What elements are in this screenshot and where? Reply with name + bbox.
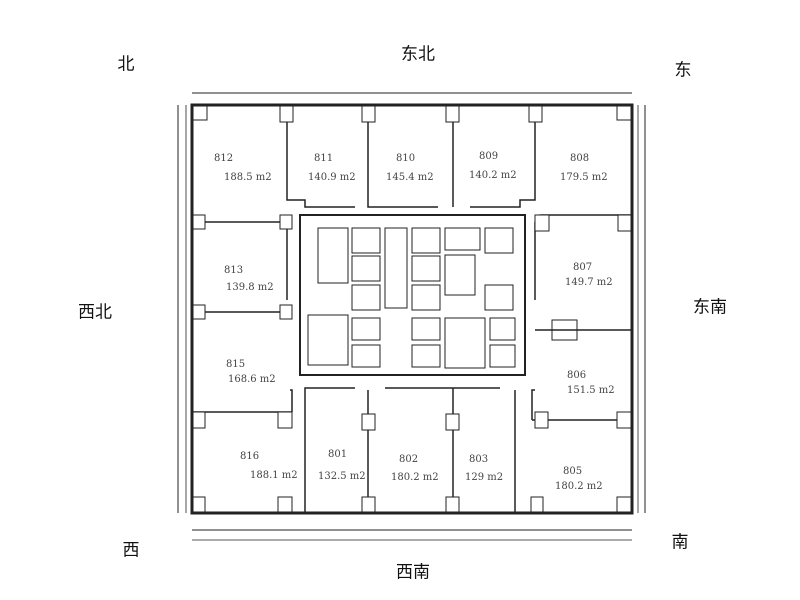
room-area: 140.9 m2 bbox=[308, 172, 356, 183]
room-802: 802 180.2 m2 bbox=[391, 454, 439, 483]
room-area: 180.2 m2 bbox=[391, 472, 439, 483]
room-812: 812 188.5 m2 bbox=[214, 154, 272, 183]
room-number: 803 bbox=[469, 454, 489, 465]
room-number: 809 bbox=[479, 151, 499, 162]
room-area: 168.6 m2 bbox=[228, 374, 276, 385]
direction-west: 西 bbox=[122, 540, 140, 561]
room-816: 816 188.1 m2 bbox=[240, 452, 298, 481]
direction-north: 北 bbox=[117, 54, 135, 75]
room-809: 809 140.2 m2 bbox=[469, 151, 517, 181]
room-area: 145.4 m2 bbox=[386, 172, 434, 183]
direction-southwest: 西南 bbox=[396, 562, 430, 583]
direction-southeast: 东南 bbox=[693, 297, 727, 318]
room-807: 807 149.7 m2 bbox=[565, 262, 613, 288]
room-813: 813 139.8 m2 bbox=[224, 266, 274, 293]
room-area: 149.7 m2 bbox=[565, 277, 613, 288]
room-801: 801 132.5 m2 bbox=[318, 449, 366, 482]
room-area: 139.8 m2 bbox=[226, 282, 274, 293]
room-area: 151.5 m2 bbox=[567, 385, 615, 396]
room-number: 805 bbox=[563, 466, 583, 477]
room-number: 802 bbox=[399, 454, 419, 465]
room-number: 815 bbox=[226, 359, 246, 370]
room-number: 807 bbox=[573, 262, 593, 273]
room-806: 806 151.5 m2 bbox=[567, 371, 615, 396]
room-number: 811 bbox=[314, 153, 334, 164]
room-area: 140.2 m2 bbox=[469, 170, 517, 181]
room-number: 813 bbox=[224, 265, 244, 276]
room-810: 810 145.4 m2 bbox=[386, 153, 434, 183]
room-area: 132.5 m2 bbox=[318, 471, 366, 482]
direction-south: 南 bbox=[671, 532, 689, 553]
room-number: 810 bbox=[396, 153, 416, 164]
direction-northeast: 东北 bbox=[401, 44, 435, 65]
room-number: 816 bbox=[240, 451, 260, 462]
direction-northwest: 西北 bbox=[78, 302, 112, 323]
room-803: 803 129 m2 bbox=[465, 454, 503, 483]
room-number: 806 bbox=[567, 370, 587, 381]
room-area: 188.5 m2 bbox=[224, 172, 272, 183]
room-805: 805 180.2 m2 bbox=[555, 466, 603, 492]
room-811: 811 140.9 m2 bbox=[308, 153, 356, 183]
room-area: 180.2 m2 bbox=[555, 481, 603, 492]
room-808: 808 179.5 m2 bbox=[560, 153, 608, 183]
room-area: 179.5 m2 bbox=[560, 172, 608, 183]
room-815: 815 168.6 m2 bbox=[226, 360, 276, 385]
room-number: 801 bbox=[328, 449, 348, 460]
room-number: 812 bbox=[214, 153, 234, 164]
direction-east: 东 bbox=[674, 60, 692, 81]
room-area: 129 m2 bbox=[465, 472, 504, 483]
room-area: 188.1 m2 bbox=[250, 470, 298, 481]
room-number: 808 bbox=[570, 153, 590, 164]
